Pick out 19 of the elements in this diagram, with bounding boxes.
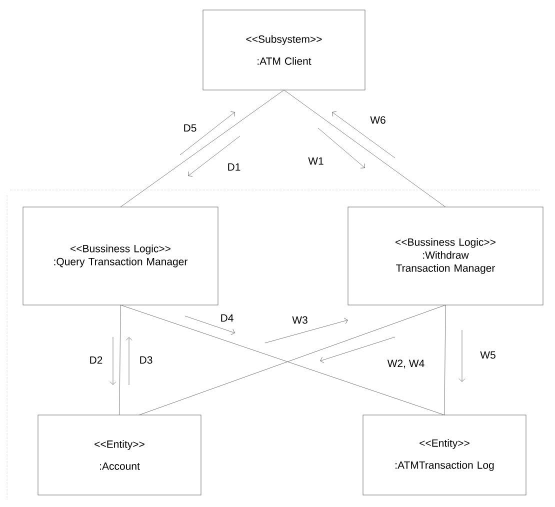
object-box: <<Bussiness Logic>> :Withdraw Transaction Manager: [348, 206, 544, 306]
message-label: D4: [221, 314, 234, 322]
message-label: W2, W4: [387, 360, 424, 368]
message-label: D3: [140, 356, 152, 364]
object-box: <<Subsystem>> :ATM Client: [202, 10, 366, 90]
message-label: W5: [480, 351, 496, 359]
message-label: W6: [370, 116, 386, 124]
link-line: [120, 90, 284, 208]
object-box: <<Entity>> :ATMTransaction Log: [362, 414, 526, 496]
message-label: D5: [184, 124, 196, 132]
message-label: W3: [292, 316, 308, 324]
object-box: <<Bussiness Logic>> :Query Transaction Manager: [22, 206, 218, 306]
message-label: W1: [308, 157, 324, 165]
link-line: [444, 304, 446, 416]
message-label: D1: [228, 163, 240, 171]
message-label: D2: [90, 356, 102, 364]
link-line: [284, 90, 446, 208]
object-box: <<Entity>> :Account: [38, 414, 202, 496]
link-line: [119, 304, 121, 416]
